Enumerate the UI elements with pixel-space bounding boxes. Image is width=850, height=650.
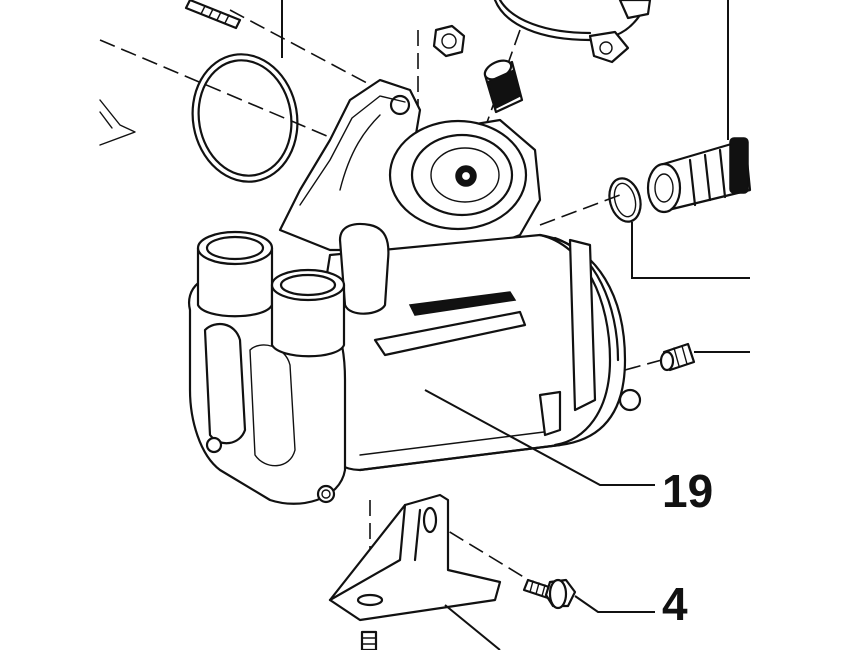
pump-assembly [188,78,642,505]
left-bracket-fragment [99,99,136,146]
leader-bracket [444,604,501,650]
callout-label-4: 4 [662,578,688,630]
flange-bolt [522,578,577,610]
stud-bolt [184,0,242,30]
callout-19: 19 [424,389,713,517]
hose-clamp [493,0,652,64]
mounting-bracket [328,493,502,622]
callout-label-19: 19 [662,465,713,517]
leader-o-ring [631,222,750,279]
threaded-sleeve [483,59,524,114]
plug-screw-right [659,342,750,372]
check-valve-cartridge [646,137,752,214]
bracket-screw [360,630,378,650]
o-ring-large [191,53,299,183]
o-ring-small [608,177,642,223]
callout-4: 4 [574,578,688,630]
hex-nut-top [432,24,466,58]
